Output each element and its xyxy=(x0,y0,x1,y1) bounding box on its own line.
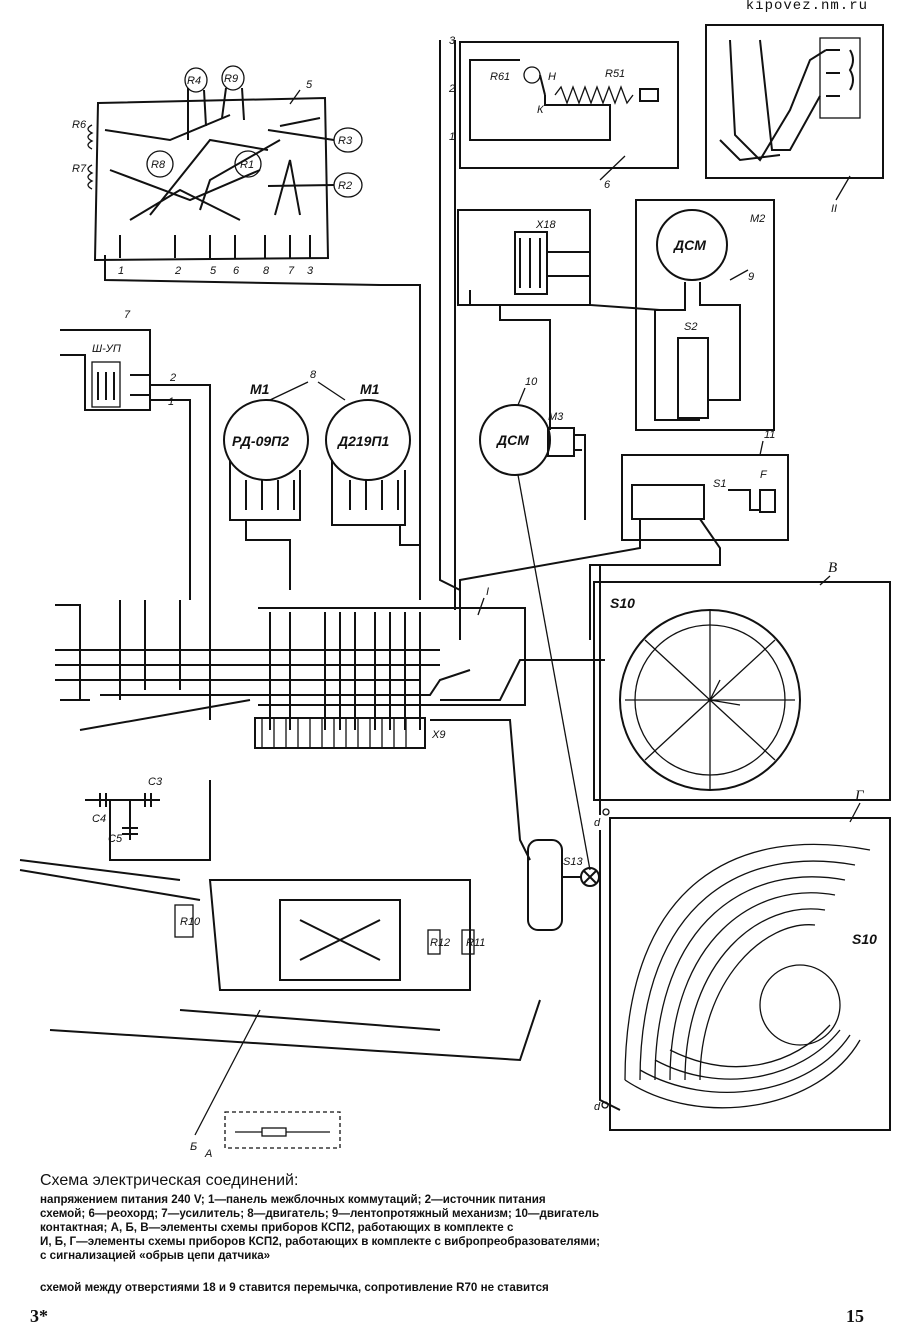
caption-body: напряжением питания 240 V; 1—панель межб… xyxy=(40,1193,600,1262)
svg-text:5: 5 xyxy=(210,265,217,277)
capacitor-c3: C3 xyxy=(148,776,163,788)
block-7-label: 7 xyxy=(124,309,131,321)
connector-x9: X9 xyxy=(431,729,445,741)
block-II: II xyxy=(705,24,884,215)
wire-harness xyxy=(19,40,621,1111)
motor-m2-label: M2 xyxy=(750,213,765,225)
block-II-label: II xyxy=(831,203,837,215)
resistor-r12: R12 xyxy=(430,937,450,949)
motor-m3-dsm: ДСМ xyxy=(496,432,529,448)
block-V: В S10 d xyxy=(593,560,891,829)
page-number-right: 15 xyxy=(846,1306,864,1326)
svg-text:2: 2 xyxy=(174,265,181,277)
block-5-label: 5 xyxy=(306,79,313,91)
resistor-r11: R11 xyxy=(466,937,485,949)
connector-x18: X18 xyxy=(535,219,556,231)
block-11-label: 11 xyxy=(764,429,775,441)
switch-s13-label: S13 xyxy=(563,856,583,868)
block-A-label: А xyxy=(204,1148,212,1160)
block-V-label: В xyxy=(828,560,837,576)
block-6-label: 6 xyxy=(604,179,611,191)
caption-note: схемой между отверстиями 18 и 9 ставится… xyxy=(40,1281,549,1294)
page-number-left: 3* xyxy=(30,1306,48,1326)
resistor-r2: R2 xyxy=(338,180,352,192)
svg-text:8: 8 xyxy=(263,265,270,277)
caption-title: Схема электрическая соединений: xyxy=(40,1172,299,1189)
svg-text:2: 2 xyxy=(448,83,455,95)
motor-m1-right-label: M1 xyxy=(360,381,380,397)
node-d-upper: d xyxy=(594,817,601,829)
wiring-diagram: 5 R4 R9 R8 R1 R3 R2 R6 R7 1 2 5 6 8 7 3 6 xyxy=(19,24,891,1160)
switch-s13: S13 xyxy=(527,839,600,931)
connector-shup: Ш-УП xyxy=(92,343,121,355)
resistor-r1: R1 xyxy=(240,159,254,171)
switch-s10-bottom-label: S10 xyxy=(852,931,877,947)
resistor-r6: R6 xyxy=(72,119,87,131)
svg-text:6: 6 xyxy=(233,265,240,277)
capacitor-group: C3 C4 C5 xyxy=(85,776,211,861)
resistor-r61: R61 xyxy=(490,71,510,83)
contact-k: К xyxy=(537,104,544,116)
block-8-label: 8 xyxy=(310,369,317,381)
svg-text:3: 3 xyxy=(449,35,456,47)
svg-text:1: 1 xyxy=(449,131,455,143)
block-7: 7 Ш-УП 2 1 xyxy=(60,309,211,600)
site-watermark: kipovez.nm.ru xyxy=(745,0,868,14)
block-5: 5 R4 R9 R8 R1 R3 R2 R6 R7 1 2 5 6 8 7 3 xyxy=(72,65,363,277)
resistor-r8: R8 xyxy=(151,159,166,171)
block-11: 11 S1 F xyxy=(459,429,789,640)
block-B-label: Б xyxy=(190,1141,197,1153)
motor-rd-09p2: РД-09П2 xyxy=(232,433,289,449)
resistor-r51: R51 xyxy=(605,68,625,80)
motor-m2-dsm: ДСМ xyxy=(673,237,706,253)
block-9: 9 X18 M2 ДСМ S2 xyxy=(457,199,775,431)
node-d-lower: d xyxy=(594,1101,601,1113)
block-G: Г S10 d xyxy=(594,788,891,1131)
resistor-r10: R10 xyxy=(180,916,201,928)
resistor-r9: R9 xyxy=(224,73,238,85)
svg-text:3: 3 xyxy=(307,265,314,277)
svg-text:1: 1 xyxy=(168,396,174,408)
block-6: 6 R61 R51 Н К 3 2 1 xyxy=(448,35,679,191)
block-10: 10 ДСМ M3 xyxy=(479,376,591,871)
svg-text:1: 1 xyxy=(118,265,124,277)
terminal-block-x9: X9 xyxy=(254,717,445,749)
block-A: А xyxy=(204,1111,341,1160)
resistor-r7: R7 xyxy=(72,163,87,175)
capacitor-c5: C5 xyxy=(108,833,123,845)
contact-h: Н xyxy=(548,71,556,83)
switch-s1: S1 xyxy=(713,478,726,490)
block-G-label: Г xyxy=(854,788,865,804)
block-9-label: 9 xyxy=(748,271,754,283)
resistor-r4: R4 xyxy=(187,75,201,87)
resistor-r3: R3 xyxy=(338,135,353,147)
motor-m3-label: M3 xyxy=(548,411,564,423)
capacitor-c4: C4 xyxy=(92,813,106,825)
block-8: 8 M1 M1 РД-09П2 Д219П1 xyxy=(223,369,421,600)
fuse-f: F xyxy=(760,469,768,481)
svg-text:2: 2 xyxy=(169,372,176,384)
svg-text:7: 7 xyxy=(288,265,295,277)
block-I: I xyxy=(258,586,526,730)
motor-m1-left-label: M1 xyxy=(250,381,270,397)
block-B: R10 R12 R11 Б xyxy=(174,879,485,1153)
block-I-label: I xyxy=(486,586,489,598)
block-10-label: 10 xyxy=(525,376,538,388)
switch-s2: S2 xyxy=(684,321,697,333)
motor-d219p1: Д219П1 xyxy=(337,433,390,449)
switch-s10-top-label: S10 xyxy=(610,595,635,611)
